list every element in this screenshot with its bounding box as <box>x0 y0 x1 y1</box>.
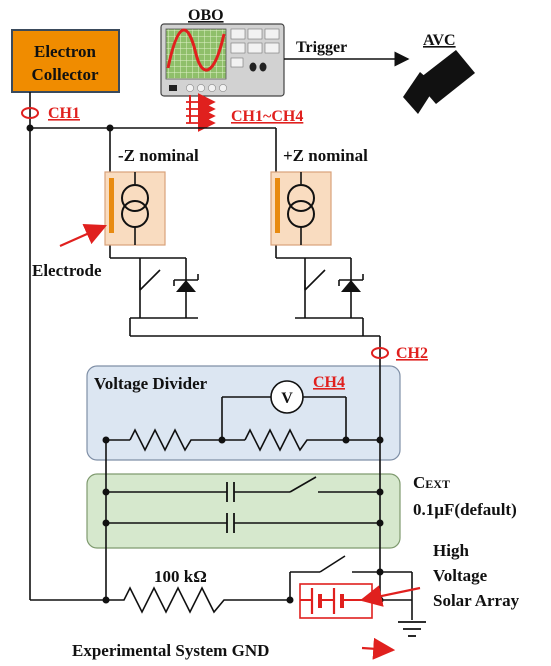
cext-capacitor-bottom <box>226 513 235 533</box>
current-source-plus-z <box>270 171 332 246</box>
solar-array-label-line1: High <box>433 541 469 560</box>
plus-z-label: +Z nominal <box>283 146 368 165</box>
cext-label-small: EXT <box>425 477 450 491</box>
cext-value: 0.1µF(default) <box>413 500 517 519</box>
ch1-label: CH1 <box>48 105 80 122</box>
electron-collector-label-line2: Collector <box>31 65 98 84</box>
electrode-arrow <box>59 223 108 248</box>
ground-arrow <box>361 637 396 660</box>
cext-label-big: C <box>413 473 425 492</box>
minus-z-label: -Z nominal <box>118 146 199 165</box>
circuit-wires <box>29 92 413 620</box>
voltmeter <box>270 380 304 414</box>
switch-diode-minus-z <box>139 269 199 292</box>
current-source-minus-z <box>104 171 166 246</box>
cext-label: CEXT <box>413 473 450 492</box>
voltmeter-symbol: V <box>281 390 293 407</box>
avc-label: AVC <box>423 32 456 49</box>
solar-array-label-line3: Solar Array <box>433 591 520 610</box>
solar-array-label-line2: Voltage <box>433 566 488 585</box>
solar-array-arrow <box>359 585 421 607</box>
ch2-label: CH2 <box>396 345 428 362</box>
oscilloscope-icon <box>160 23 285 97</box>
ch1-ch4-label: CH1~CH4 <box>231 108 303 125</box>
divider-resistor-right <box>244 428 312 452</box>
voltage-divider-box <box>86 365 401 461</box>
video-camera-icon <box>403 50 475 114</box>
ground-label: Experimental System GND <box>72 641 269 660</box>
electrode-label: Electrode <box>32 261 102 280</box>
probe-lines-icon <box>186 93 216 132</box>
voltage-divider-label: Voltage Divider <box>94 374 208 393</box>
resistor-100k <box>110 586 232 614</box>
trigger-label: Trigger <box>296 39 347 56</box>
electron-collector-label-line1: Electron <box>34 42 97 61</box>
obo-label: OBO <box>188 7 224 24</box>
ch4-label: CH4 <box>313 374 345 391</box>
resistor-100k-label: 100 kΩ <box>154 567 207 586</box>
electron-collector-box <box>11 29 120 93</box>
switch-diode-plus-z <box>304 269 364 292</box>
junction-dots <box>26 124 384 604</box>
ch2-probe-icon <box>371 347 389 359</box>
cext-box <box>86 473 401 549</box>
cext-capacitor-top <box>226 482 235 502</box>
divider-resistor-left <box>129 428 196 452</box>
ch1-probe-icon <box>21 107 39 119</box>
ground-icon <box>398 621 426 637</box>
